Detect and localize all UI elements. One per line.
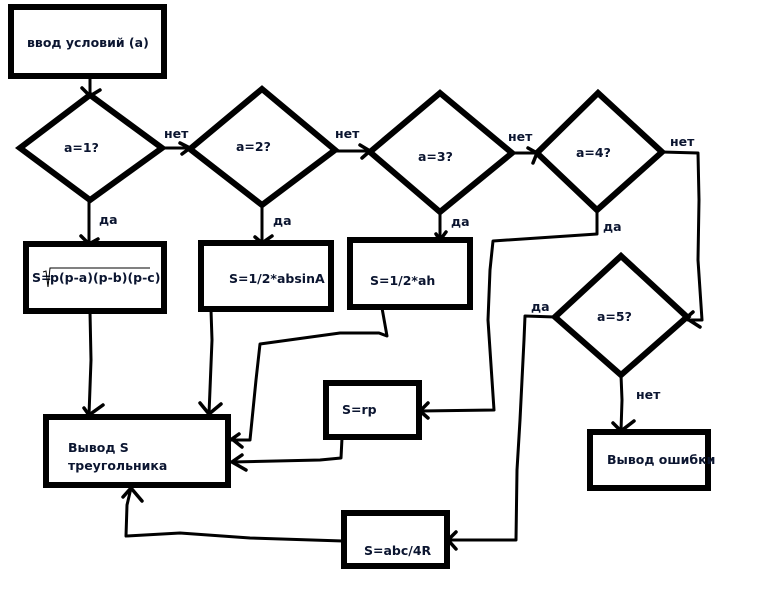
output-line-1: Вывод S: [68, 440, 129, 455]
process-box-inradius: S=rp: [323, 380, 422, 440]
process-box-height: S=1/2*ah: [347, 237, 473, 310]
connector-d4-to-d5: [660, 150, 704, 322]
connector-height-to-output: [229, 306, 389, 442]
label-d1-no: нет: [164, 126, 189, 141]
decision-text: а=5?: [597, 309, 632, 324]
process-box-sine: S=1/2*absinA: [198, 240, 334, 312]
output-line-2: треугольника: [68, 458, 167, 473]
process-text: S=rp: [342, 402, 377, 417]
arrowhead: [82, 403, 105, 418]
arrowhead: [229, 432, 244, 449]
decision-text: а=2?: [236, 139, 271, 154]
process-box-heron: S= p(p-a)(p-b)(p-c): [23, 241, 167, 314]
connector-sine-to-output: [207, 308, 214, 416]
connector-circumradius-to-output: [124, 486, 345, 543]
heron-radicand: p(p-a)(p-b)(p-c): [50, 270, 160, 285]
process-text: S=1/2*ah: [370, 273, 435, 288]
decision-a-equals-3: а=3?: [365, 89, 517, 216]
output-box: Вывод S треугольника: [43, 414, 231, 488]
sqrt-sign-icon: [42, 267, 150, 288]
label-d4-yes: да: [603, 219, 622, 234]
process-text: S=abc/4R: [364, 543, 432, 558]
connector-inradius-to-output: [230, 436, 344, 464]
decision-text: а=1?: [64, 140, 99, 155]
label-d1-yes: да: [99, 212, 118, 227]
arrowhead: [121, 485, 144, 503]
label-d2-no: нет: [335, 126, 360, 141]
process-box-circumradius: S=abc/4R: [341, 510, 450, 569]
decision-a-equals-1: а=1?: [14, 91, 168, 204]
arrowhead: [228, 453, 248, 472]
error-text: Вывод ошибки: [607, 452, 715, 467]
label-d3-yes: да: [451, 214, 470, 229]
process-text: S=1/2*absinA: [229, 271, 325, 286]
label-d3-no: нет: [508, 129, 533, 144]
start-box-text: ввод условий (а): [27, 35, 149, 50]
label-d2-yes: да: [273, 213, 292, 228]
decision-a-equals-5: а=5?: [550, 251, 692, 379]
error-box: Вывод ошибки: [587, 429, 715, 491]
label-d5-yes: да: [531, 299, 550, 314]
connector-d5-no: [619, 373, 624, 433]
decision-text: а=3?: [418, 149, 453, 164]
connector-d5-yes: [446, 314, 557, 542]
start-box: ввод условий (а): [8, 4, 167, 79]
decision-a-equals-4: а=4?: [532, 88, 667, 215]
decision-text: а=4?: [576, 145, 611, 160]
connector-d4-yes: [418, 208, 599, 413]
decision-a-equals-2: а=2?: [185, 85, 340, 209]
connector-heron-to-output: [87, 310, 93, 417]
label-d5-no: нет: [636, 387, 661, 402]
label-d4-no: нет: [670, 134, 695, 149]
